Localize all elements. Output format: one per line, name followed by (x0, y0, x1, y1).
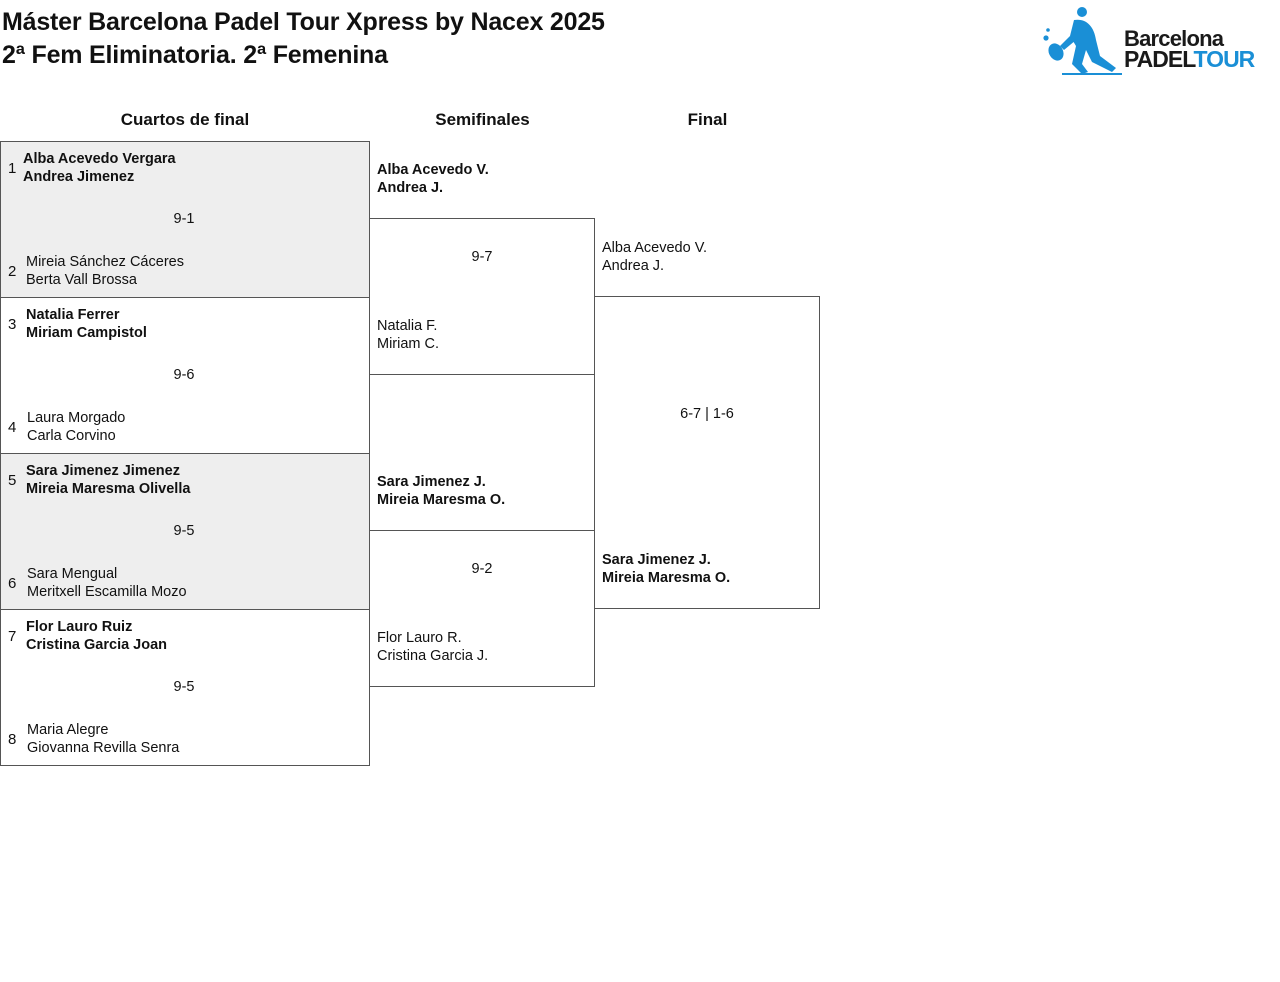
match-score: 9-7 (471, 249, 493, 265)
player-name: Natalia F. (377, 318, 438, 334)
player-name: Flor Lauro R. (377, 630, 462, 646)
player-name: Meritxell Escamilla Mozo (27, 584, 187, 600)
match-score: 9-1 (173, 211, 195, 227)
final-team-winner[interactable]: Sara Jimenez J. Mireia Maresma O. (602, 551, 730, 587)
team-loser[interactable]: Mireia Sánchez Cáceres Berta Vall Brossa (26, 253, 184, 289)
player-name: Andrea J. (377, 180, 444, 196)
quarterfinal-match-3: 5 Sara Jimenez Jimenez Mireia Maresma Ol… (0, 453, 370, 610)
player-name: Natalia Ferrer (26, 307, 120, 323)
round-header-quarterfinals: Cuartos de final (120, 110, 250, 129)
player-name: Andrea J. (602, 258, 665, 274)
player-name: Flor Lauro Ruiz (26, 619, 133, 635)
player-name: Carla Corvino (27, 428, 116, 444)
player-name: Laura Morgado (27, 410, 126, 426)
team-winner[interactable]: Sara Jimenez Jimenez Mireia Maresma Oliv… (26, 462, 190, 498)
seed-number: 1 (8, 160, 17, 177)
seed-number: 2 (8, 263, 17, 280)
team-winner[interactable]: Alba Acevedo Vergara Andrea Jimenez (23, 150, 176, 186)
match-score: 9-5 (173, 679, 195, 695)
barcelona-padel-tour-logo: Barcelona PADELTOUR (1042, 6, 1272, 76)
player-name: Sara Jimenez J. (602, 552, 711, 568)
seed-number: 5 (8, 472, 17, 489)
semifinal-2-team-loser[interactable]: Flor Lauro R. Cristina Garcia J. (377, 629, 488, 665)
final-match: 6-7 | 1-6 Sara Jimenez J. Mireia Maresma… (594, 296, 820, 609)
team-loser[interactable]: Maria Alegre Giovanna Revilla Senra (27, 721, 179, 757)
player-name: Mireia Sánchez Cáceres (26, 254, 184, 270)
seed-number: 3 (8, 316, 17, 333)
seed-number: 8 (8, 731, 17, 748)
team-loser[interactable]: Sara Mengual Meritxell Escamilla Mozo (27, 565, 187, 601)
logo-word-padel-tour: PADELTOUR (1124, 46, 1256, 73)
semifinal-2-team-winner[interactable]: Sara Jimenez J. Mireia Maresma O. (377, 473, 505, 509)
page-subtitle: 2ª Fem Eliminatoria. 2ª Femenina (2, 41, 388, 69)
quarterfinal-match-4: 7 Flor Lauro Ruiz Cristina Garcia Joan 9… (0, 609, 370, 766)
logo-word-barcelona: Barcelona (1124, 26, 1224, 51)
quarterfinal-match-2: 3 Natalia Ferrer Miriam Campistol 9-6 4 … (0, 297, 370, 454)
player-name: Mireia Maresma O. (602, 570, 731, 586)
player-name: Sara Jimenez Jimenez (26, 463, 180, 479)
player-name: Alba Acevedo V. (377, 162, 489, 178)
team-winner[interactable]: Flor Lauro Ruiz Cristina Garcia Joan (26, 618, 167, 654)
round-header-final: Final (687, 110, 728, 129)
player-name: Cristina Garcia Joan (26, 637, 168, 653)
player-name: Sara Mengual (27, 566, 118, 582)
seed-number: 6 (8, 575, 17, 592)
player-name: Andrea Jimenez (23, 169, 135, 185)
player-name: Giovanna Revilla Senra (27, 740, 180, 756)
match-score: 6-7 | 1-6 (680, 406, 734, 422)
player-name: Alba Acevedo Vergara (23, 151, 176, 167)
player-name: Alba Acevedo V. (602, 240, 708, 256)
player-name: Mireia Maresma Olivella (26, 481, 191, 497)
seed-number: 7 (8, 628, 17, 645)
round-header-semifinals: Semifinales (435, 110, 530, 129)
semifinal-match-2: 9-2 Flor Lauro R. Cristina Garcia J. (369, 530, 595, 687)
player-name: Miriam Campistol (26, 325, 147, 341)
padel-player-icon (1043, 7, 1122, 75)
final-team-top[interactable]: Alba Acevedo V. Andrea J. (602, 239, 707, 275)
semifinal-1-team-winner[interactable]: Alba Acevedo V. Andrea J. (377, 161, 489, 197)
match-score: 9-6 (173, 367, 195, 383)
player-name: Sara Jimenez J. (377, 474, 486, 490)
player-name: Berta Vall Brossa (26, 272, 137, 288)
logo-word-tour: TOUR (1193, 46, 1256, 72)
semifinal-1-team-loser[interactable]: Natalia F. Miriam C. (377, 317, 439, 353)
team-loser[interactable]: Laura Morgado Carla Corvino (27, 409, 125, 445)
player-name: Maria Alegre (27, 722, 109, 738)
player-name: Mireia Maresma O. (377, 492, 506, 508)
player-name: Miriam C. (377, 336, 440, 352)
semifinal-match-1: 9-7 Natalia F. Miriam C. (369, 218, 595, 375)
logo-word-padel: PADEL (1124, 46, 1195, 72)
quarterfinal-match-1: 1 Alba Acevedo Vergara Andrea Jimenez 9-… (0, 141, 370, 298)
seed-number: 4 (8, 419, 17, 436)
player-name: Cristina Garcia J. (377, 648, 489, 664)
team-winner[interactable]: Natalia Ferrer Miriam Campistol (26, 306, 147, 342)
match-score: 9-5 (173, 523, 195, 539)
match-score: 9-2 (471, 561, 493, 577)
page-title: Máster Barcelona Padel Tour Xpress by Na… (2, 8, 605, 36)
